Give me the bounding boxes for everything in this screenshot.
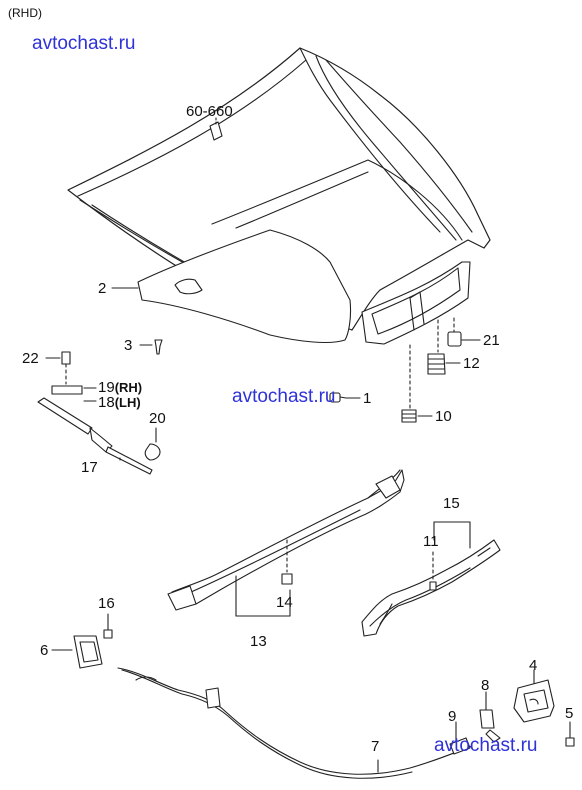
part-label-2: 2 xyxy=(98,280,107,297)
part-label-10: 10 xyxy=(435,408,452,425)
part-label-7: 7 xyxy=(371,738,380,755)
part-label-16: 16 xyxy=(98,595,115,612)
cable-harness xyxy=(167,469,405,617)
part-label-18: 18(LH) xyxy=(98,395,141,410)
part-label-9: 9 xyxy=(448,708,457,725)
part-label-13: 13 xyxy=(250,633,267,650)
part-label-60-660: 60-660 xyxy=(186,103,233,120)
part-label-21: 21 xyxy=(483,332,500,349)
part-label-1: 1 xyxy=(363,390,372,407)
part-label-11: 11 xyxy=(423,533,439,550)
part-label-15: 15 xyxy=(443,495,460,512)
part-suffix: (RH) xyxy=(114,380,143,395)
hood-small-parts xyxy=(139,317,481,423)
part-label-6: 6 xyxy=(40,642,49,659)
part-label-14: 14 xyxy=(276,594,293,611)
part-label-19: 19(RH) xyxy=(98,380,142,395)
watermark-text: avtochast.ru xyxy=(32,33,136,54)
release-cable xyxy=(117,667,501,779)
watermark-text: avtochast.ru xyxy=(434,735,538,756)
part-label-8: 8 xyxy=(481,677,490,694)
radiator-grille xyxy=(361,261,471,345)
insulator-pad xyxy=(111,229,352,344)
gas-strut xyxy=(37,351,161,475)
part-label-22: 22 xyxy=(22,350,39,367)
part-label-17: 17 xyxy=(81,459,98,476)
part-label-3: 3 xyxy=(124,337,133,354)
part-number: 18 xyxy=(98,394,115,411)
brace-rail xyxy=(361,521,501,637)
watermark-text: avtochast.ru xyxy=(232,386,336,407)
part-label-20: 20 xyxy=(149,410,166,427)
part-suffix: (LH) xyxy=(114,395,141,410)
part-label-5: 5 xyxy=(565,705,574,722)
hood-latch xyxy=(513,669,575,747)
variant-label: (RHD) xyxy=(8,6,42,20)
release-handle xyxy=(51,613,113,669)
part-label-4: 4 xyxy=(529,657,538,674)
part-number: 19 xyxy=(98,379,115,396)
part-label-12: 12 xyxy=(463,355,480,372)
